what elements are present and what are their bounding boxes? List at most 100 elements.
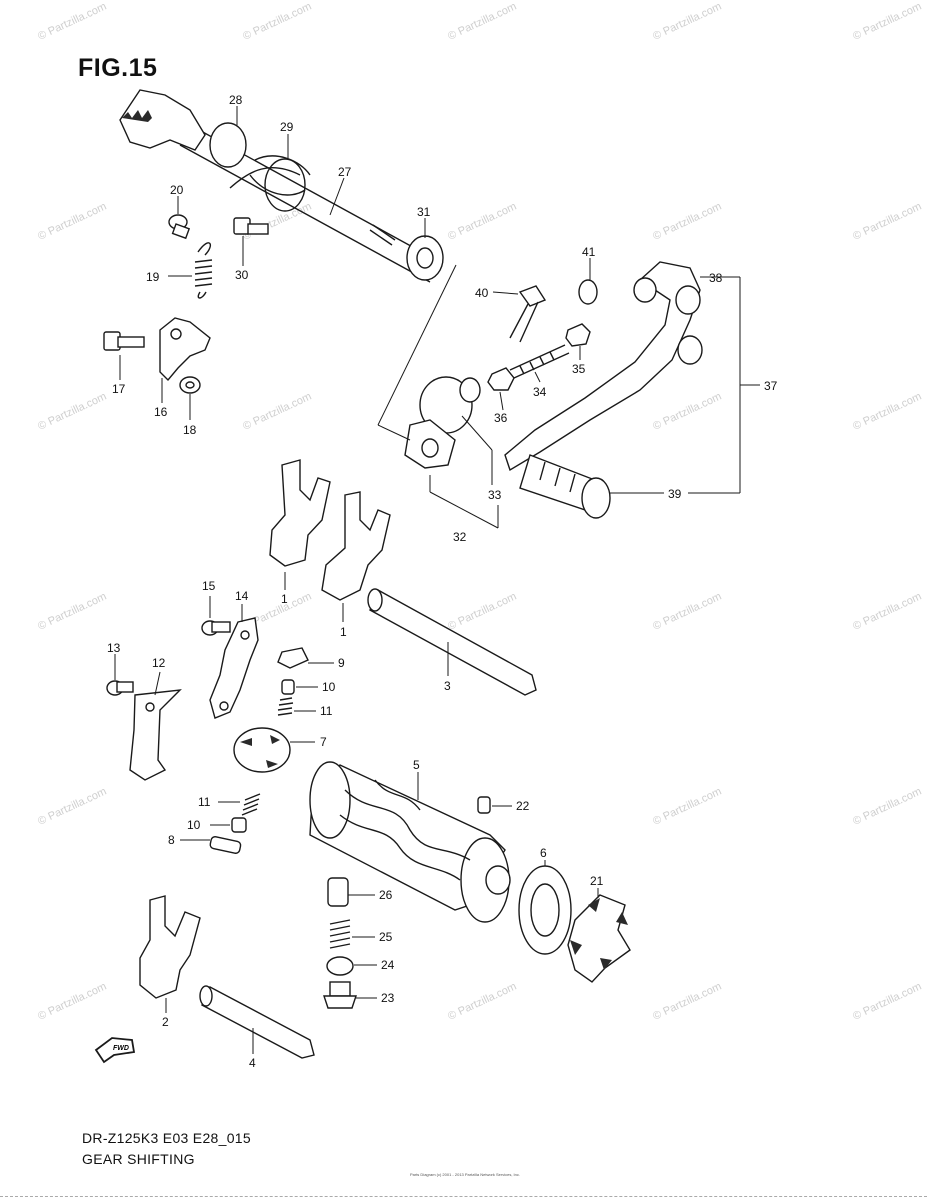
star-plate-21 xyxy=(567,894,631,983)
watermark-text: © Partzilla.com xyxy=(851,201,923,243)
callout-20: 20 xyxy=(170,183,184,197)
watermark-text: © Partzilla.com xyxy=(36,981,108,1023)
spring-coil xyxy=(264,158,306,212)
watermark-text: © Partzilla.com xyxy=(851,1,923,43)
fwd-label: FWD xyxy=(113,1045,129,1052)
callout-3: 3 xyxy=(444,679,451,693)
spring-19 xyxy=(194,242,213,299)
washer-24 xyxy=(326,956,354,976)
callout-38: 38 xyxy=(709,271,723,285)
watermark-text: © Partzilla.com xyxy=(851,786,923,828)
spring-11-lower xyxy=(241,793,261,816)
oil-seal xyxy=(406,235,444,281)
forward-direction-arrow: FWD xyxy=(94,1037,136,1064)
return-spring xyxy=(229,155,311,196)
callout-6: 6 xyxy=(540,846,547,860)
shift-fork-2 xyxy=(139,895,201,999)
fork-shaft-3 xyxy=(369,589,537,696)
quadrant-teeth xyxy=(122,110,152,122)
callout-19: 19 xyxy=(146,270,160,284)
watermark-text: © Partzilla.com xyxy=(446,981,518,1023)
callout-32: 32 xyxy=(453,530,467,544)
watermark-text: © Partzilla.com xyxy=(651,786,723,828)
watermark-text: © Partzilla.com xyxy=(851,591,923,633)
nut-36 xyxy=(487,367,515,391)
callout-15: 15 xyxy=(202,579,216,593)
callout-40: 40 xyxy=(475,286,489,300)
bolt-17 xyxy=(103,331,145,351)
pin-22 xyxy=(477,796,491,814)
bolt-15 xyxy=(201,620,231,636)
watermark-text: © Partzilla.com xyxy=(851,981,923,1023)
nut-35 xyxy=(565,323,591,347)
callout-2: 2 xyxy=(162,1015,169,1029)
callout-1-rear: 1 xyxy=(281,592,288,606)
model-code: DR-Z125K3 E03 E28_015 xyxy=(82,1130,251,1146)
bolt-13 xyxy=(106,680,134,696)
callout-33: 33 xyxy=(488,488,502,502)
callout-13: 13 xyxy=(107,641,121,655)
footer-fine-print: Parts Diagram (c) 2001 - 2013 Partzilla … xyxy=(409,1172,521,1177)
gearshift-shaft-assembly xyxy=(119,89,444,283)
watermark-text: © Partzilla.com xyxy=(446,1,518,43)
pin-9 xyxy=(277,647,309,669)
shift-forks xyxy=(139,459,537,1059)
washer-18 xyxy=(179,376,201,394)
shaft-splines xyxy=(369,224,396,246)
watermark-text: © Partzilla.com xyxy=(651,1,723,43)
plug-26 xyxy=(327,877,349,907)
callout-18: 18 xyxy=(183,423,197,437)
watermark-text: © Partzilla.com xyxy=(446,201,518,243)
watermark-text: © Partzilla.com xyxy=(651,981,723,1023)
callout-22: 22 xyxy=(516,799,530,813)
callout-10-lower: 10 xyxy=(187,818,201,832)
watermark-text: © Partzilla.com xyxy=(851,391,923,433)
bottom-divider xyxy=(0,1196,927,1197)
gearshift-cam-5 xyxy=(309,761,511,923)
shift-fork-1-rear xyxy=(269,459,331,567)
callout-14: 14 xyxy=(235,589,249,603)
callout-36: 36 xyxy=(494,411,508,425)
watermark-text: © Partzilla.com xyxy=(36,391,108,433)
watermark-text: © Partzilla.com xyxy=(36,591,108,633)
callout-11-lower: 11 xyxy=(198,795,211,809)
callout-10: 10 xyxy=(322,680,336,694)
bracket-12 xyxy=(129,689,182,781)
section-name: GEAR SHIFTING xyxy=(82,1151,195,1167)
figure-title: FIG.15 xyxy=(78,54,158,82)
callout-8: 8 xyxy=(168,833,175,847)
pin-10-lower xyxy=(231,817,247,833)
shift-arm-32 xyxy=(404,419,456,469)
watermark-text: © Partzilla.com xyxy=(36,786,108,828)
shift-lever xyxy=(504,261,701,472)
watermark-text: © Partzilla.com xyxy=(36,201,108,243)
shift-fork-1-front xyxy=(321,491,391,601)
callout-27: 27 xyxy=(338,165,352,179)
circlip-41 xyxy=(578,279,598,305)
rod-34 xyxy=(509,344,570,379)
callout-34: 34 xyxy=(533,385,547,399)
callout-29: 29 xyxy=(280,120,294,134)
fork-shaft-4 xyxy=(201,986,315,1059)
watermark-text: © Partzilla.com xyxy=(651,201,723,243)
pin-10 xyxy=(281,679,295,695)
plate-14 xyxy=(209,617,259,719)
callout-30: 30 xyxy=(235,268,249,282)
callout-37: 37 xyxy=(764,379,778,393)
callout-7: 7 xyxy=(320,735,327,749)
pin-8 xyxy=(209,836,242,854)
cam-driven-gear-7 xyxy=(233,727,291,773)
gearshift-stopper xyxy=(159,317,211,382)
callout-35: 35 xyxy=(572,362,586,376)
callout-24: 24 xyxy=(381,958,395,972)
watermark-text: © Partzilla.com xyxy=(36,1,108,43)
bolt-20 xyxy=(168,214,191,240)
callout-23: 23 xyxy=(381,991,395,1005)
callout-39: 39 xyxy=(668,487,682,501)
watermark-text: © Partzilla.com xyxy=(241,391,313,433)
callout-26: 26 xyxy=(379,888,393,902)
callout-9: 9 xyxy=(338,656,345,670)
oil-seal-bore xyxy=(416,247,434,269)
bolt-40 xyxy=(518,285,547,307)
